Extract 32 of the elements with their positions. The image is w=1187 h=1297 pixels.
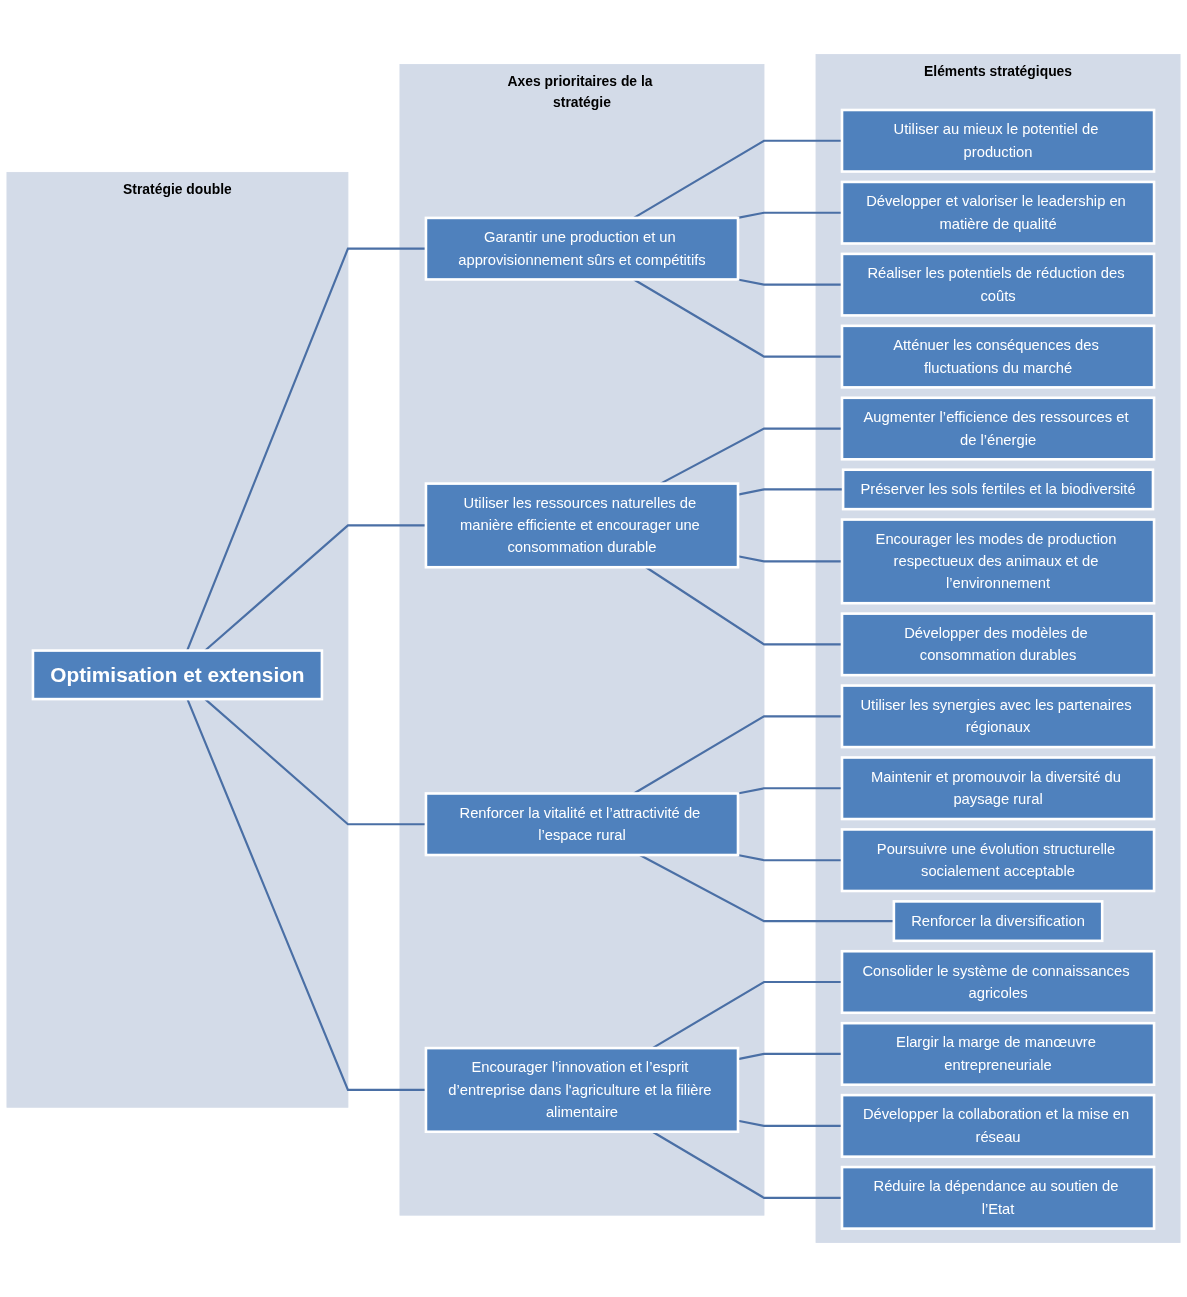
node-box: Garantir une production et un approvisionnement sûrs et compétitifs: [424, 216, 740, 281]
connector: [737, 1052, 842, 1061]
node-box: Utiliser les ressources naturelles de manière efficiente et encourager une consommation durable: [424, 482, 740, 569]
node-box: Utiliser au mieux le potentiel de production: [840, 108, 1156, 173]
node-box: Encourager l’innovation et l’esprit d’entreprise dans l'agriculture et la filière alimentaire: [424, 1046, 740, 1134]
connector: [737, 211, 842, 219]
node-box: Atténuer les conséquences des fluctuations du marché: [840, 324, 1156, 389]
node-box: Augmenter l’efficience des ressources et de l’énergie: [840, 396, 1156, 461]
connector: [737, 555, 842, 563]
node-box: Consolider le système de connaissances agricoles: [840, 949, 1156, 1015]
node-box: Encourager les modes de production respectueux des animaux et de l’environnement: [840, 518, 1156, 605]
connector: [737, 278, 842, 286]
node-box: Poursuivre une évolution structurelle socialement acceptable: [840, 828, 1156, 893]
node-box: Renforcer la diversification: [892, 900, 1104, 943]
connector: [737, 1119, 842, 1127]
connector: [737, 853, 842, 862]
node-box: Développer et valoriser le leadership en matière de qualité: [840, 180, 1156, 245]
node-box: Optimisation et extension: [31, 649, 324, 701]
node-box: Renforcer la vitalité et l’attractivité de l’espace rural: [424, 792, 740, 857]
connector: [186, 247, 426, 651]
node-box: Réduire la dépendance au soutien de l’Etat: [840, 1165, 1156, 1230]
connector: [633, 278, 842, 358]
node-box: Développer des modèles de consommation durables: [840, 612, 1156, 677]
node-box: Elargir la marge de manœuvre entrepreneuriale: [840, 1021, 1156, 1086]
connector: [633, 715, 842, 795]
connector: [737, 488, 844, 496]
node-box: Utiliser les synergies avec les partenaires régionaux: [840, 684, 1156, 749]
node-box: Développer la collaboration et la mise en réseau: [840, 1093, 1156, 1158]
connector: [737, 787, 842, 795]
node-box: Maintenir et promouvoir la diversité du paysage rural: [840, 756, 1156, 821]
node-box: Réaliser les potentiels de réduction des coûts: [840, 252, 1156, 317]
node-box: Préserver les sols fertiles et la biodiversité: [841, 468, 1155, 511]
